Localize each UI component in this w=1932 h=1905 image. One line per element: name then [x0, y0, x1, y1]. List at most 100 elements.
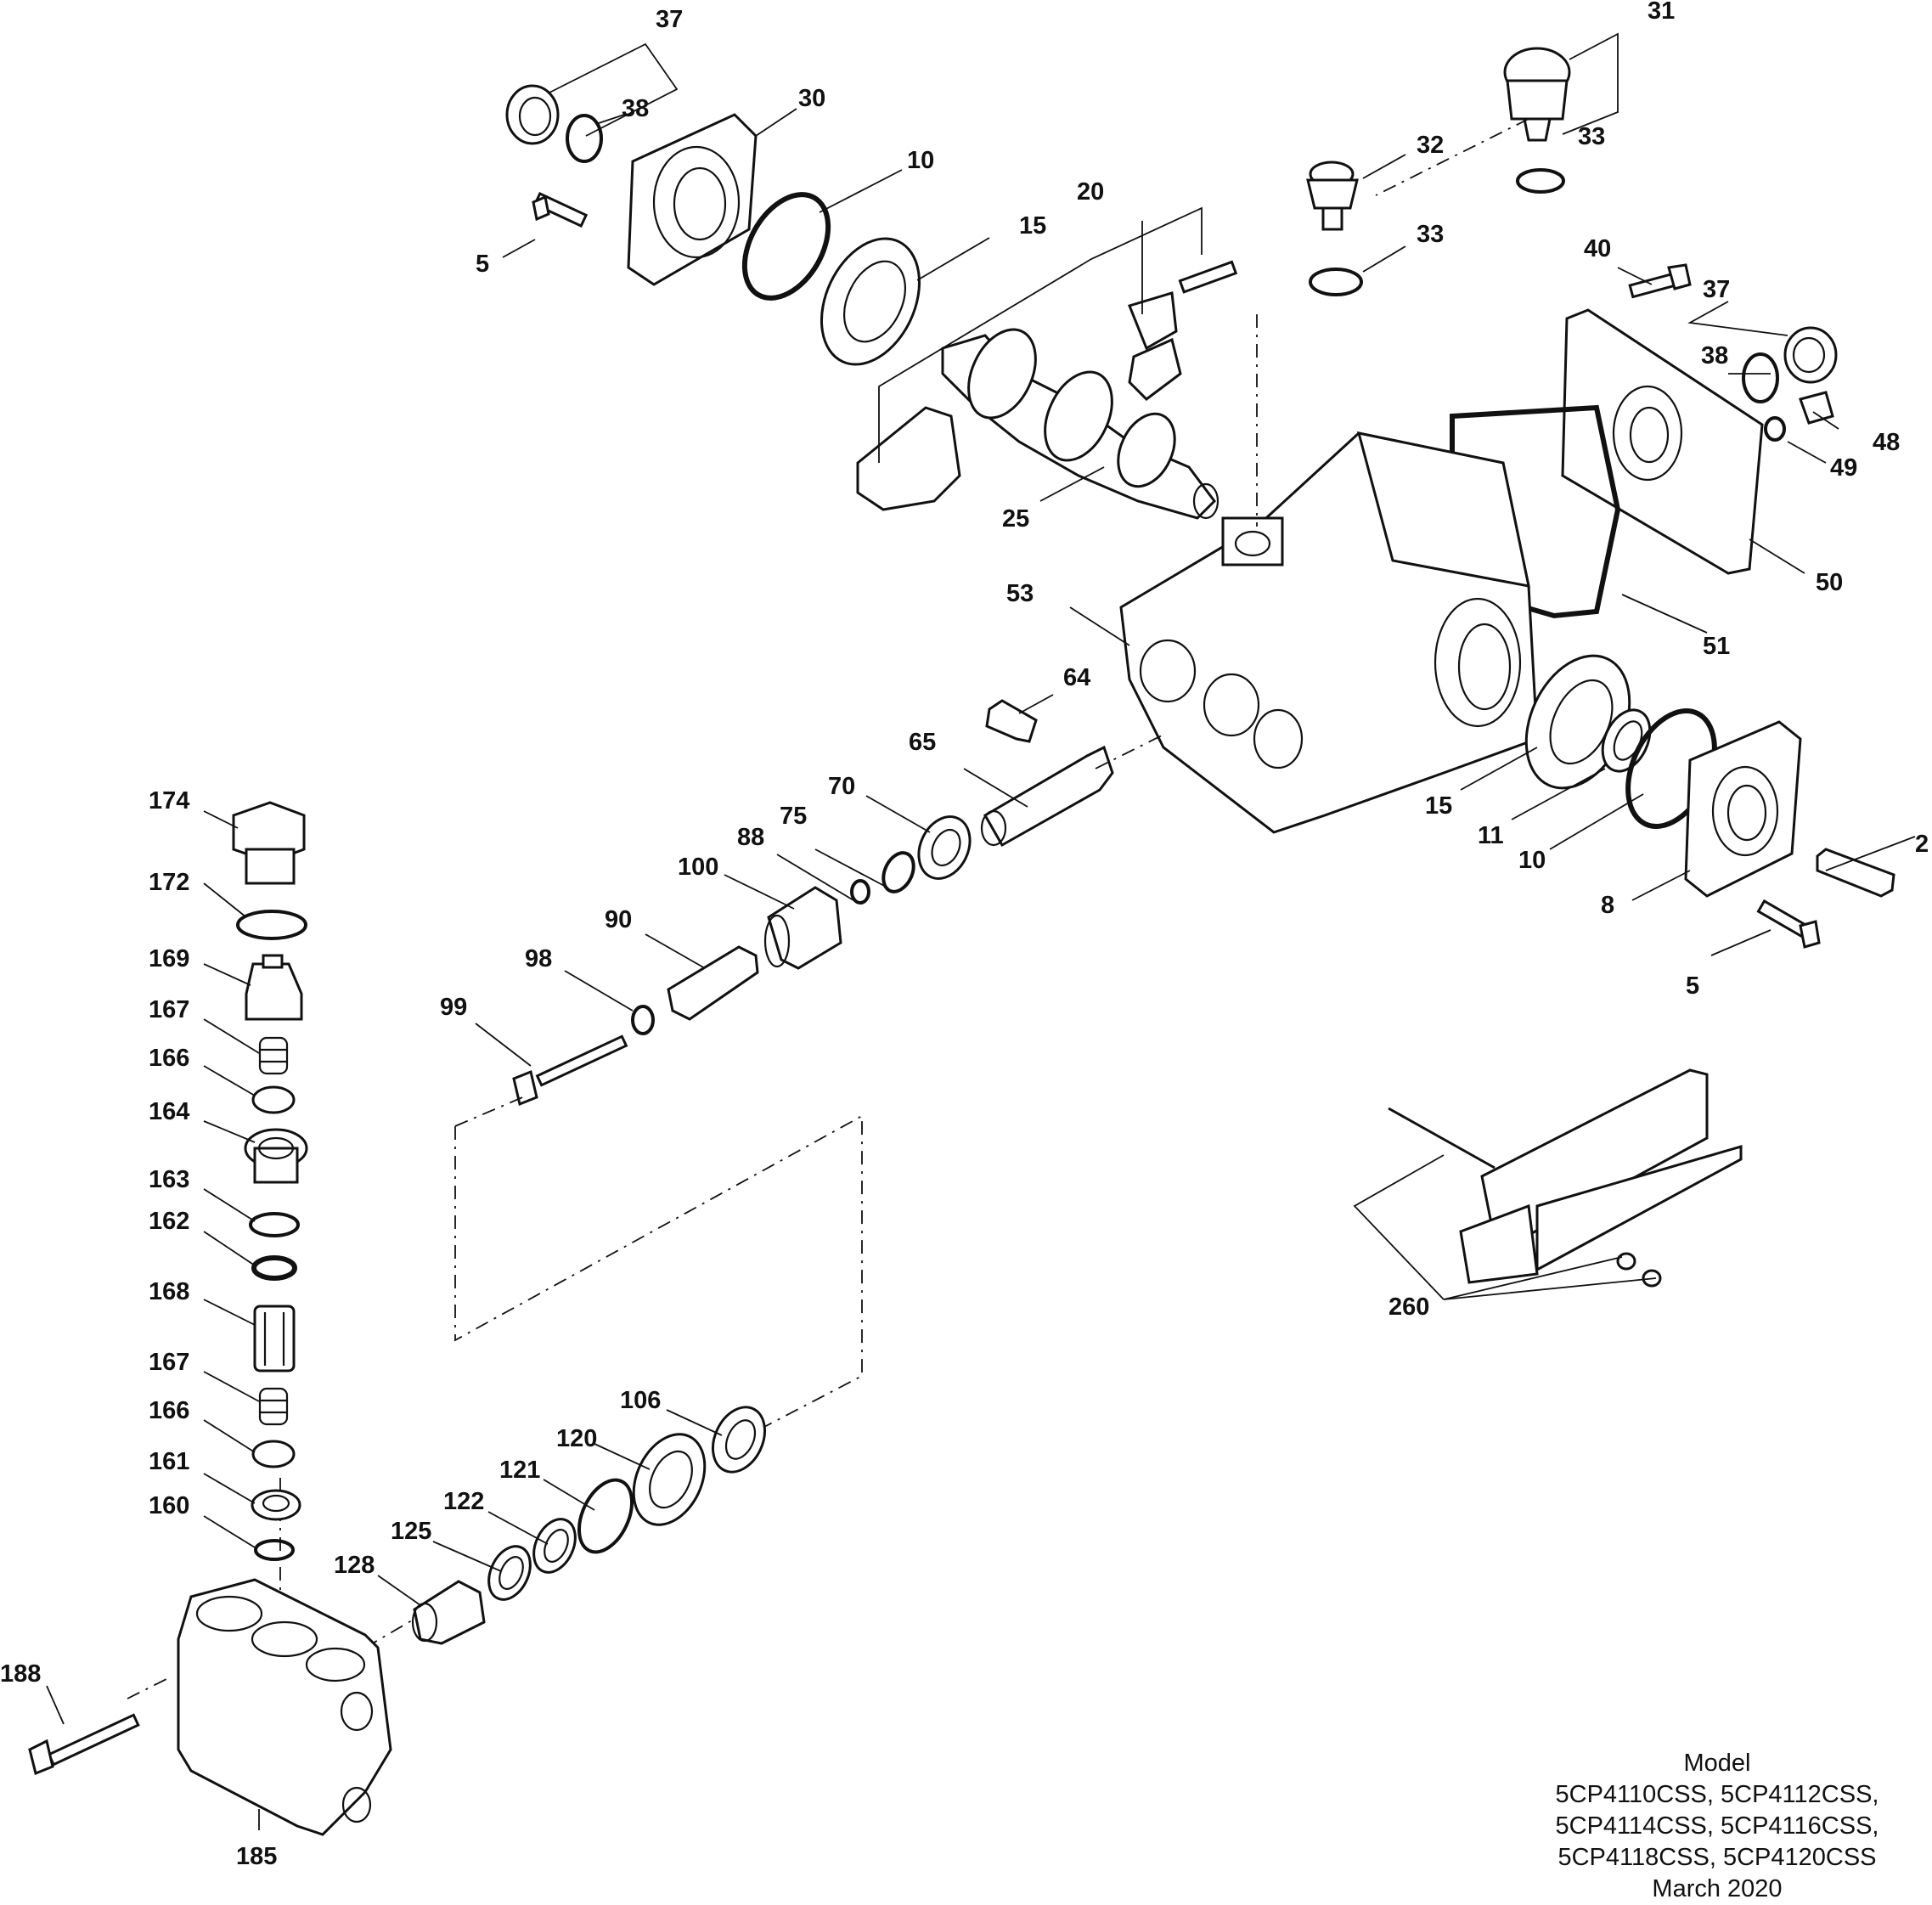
callout-37-left: 37: [656, 6, 683, 33]
part-20-connecting-rod-set: [856, 260, 1238, 511]
callout-162: 162: [149, 1208, 189, 1235]
part-64-wrist-pin: [985, 699, 1038, 743]
part-5-bolt-left: [532, 191, 589, 228]
callout-10-right: 10: [1518, 847, 1546, 874]
part-32-dipstick-cap: [1306, 161, 1359, 231]
callout-100: 100: [678, 854, 718, 881]
part-188-manifold-bolt: [28, 1713, 140, 1776]
part-10-oring-left: [741, 192, 831, 301]
callout-122: 122: [443, 1488, 484, 1515]
callout-30: 30: [798, 85, 825, 112]
part-164-valve-seat-upper: [244, 1128, 308, 1184]
callout-174: 174: [149, 787, 189, 814]
part-160-oring: [254, 1539, 295, 1561]
part-174-valve-plug: [232, 801, 306, 885]
callout-50: 50: [1816, 569, 1843, 596]
part-53-crankcase: [1119, 431, 1539, 834]
callout-128: 128: [334, 1552, 375, 1579]
part-88-retainer-ring: [850, 879, 870, 905]
callout-40: 40: [1584, 235, 1611, 262]
callout-188: 188: [0, 1660, 41, 1688]
part-162-seat-ring: [251, 1255, 297, 1281]
part-25-crankshaft: [941, 328, 1219, 520]
part-99-plunger-retainer-bolt: [512, 1034, 628, 1107]
callout-2: 2: [1915, 831, 1929, 858]
callout-125: 125: [391, 1518, 431, 1545]
leader-lines: [46, 32, 1916, 1830]
part-163-oring: [249, 1212, 300, 1237]
part-90-plunger: [667, 945, 759, 1021]
callout-65: 65: [909, 729, 936, 756]
callout-25: 25: [1002, 505, 1029, 533]
part-37-plug-left: [505, 84, 560, 145]
callout-168: 168: [149, 1278, 189, 1305]
part-70-oil-seal: [917, 815, 972, 880]
callout-161: 161: [149, 1448, 189, 1475]
callout-38-left: 38: [622, 95, 649, 122]
callout-64: 64: [1063, 664, 1090, 691]
callout-120: 120: [556, 1425, 597, 1452]
part-167-spring-upper: [258, 1036, 289, 1075]
callout-167-lower: 167: [149, 1349, 189, 1376]
callout-90: 90: [605, 906, 632, 933]
part-166-valve-lower: [251, 1440, 296, 1468]
callout-11: 11: [1478, 822, 1504, 849]
caption-date: March 2020: [1652, 1875, 1783, 1902]
model-caption: Model 5CP4110CSS, 5CP4112CSS, 5CP4114CSS…: [1539, 1748, 1895, 1905]
callout-88: 88: [737, 824, 764, 851]
part-33-oring-mid: [1309, 268, 1363, 296]
callout-20: 20: [1077, 178, 1104, 206]
part-37-plug-right: [1783, 326, 1838, 384]
part-260-mounting-rail-kit: [1388, 1068, 1743, 1288]
callout-38-right: 38: [1701, 342, 1728, 369]
part-100-barrier-slinger: [763, 886, 842, 970]
callout-166-lower: 166: [149, 1397, 189, 1424]
part-38-seal-right: [1742, 352, 1779, 403]
callout-5-right: 5: [1686, 972, 1699, 1000]
part-8-bearing-cover-right: [1684, 720, 1802, 898]
callout-164: 164: [149, 1098, 189, 1125]
part-65-crosshead: [980, 745, 1114, 848]
part-50-rear-cover: [1561, 308, 1764, 575]
callout-160: 160: [149, 1492, 189, 1519]
part-31-fill-cap: [1503, 47, 1571, 142]
part-185-manifold: [177, 1578, 392, 1836]
callout-8: 8: [1601, 892, 1614, 919]
callout-121: 121: [499, 1457, 540, 1484]
callout-163: 163: [149, 1166, 189, 1193]
callout-5-left: 5: [476, 251, 489, 278]
caption-models-line-3: 5CP4118CSS, 5CP4120CSS: [1557, 1844, 1877, 1871]
part-33-oring-top: [1516, 168, 1565, 194]
callout-185: 185: [236, 1843, 277, 1870]
callout-166-upper: 166: [149, 1045, 189, 1072]
callout-49: 49: [1830, 454, 1857, 482]
part-121-oring: [577, 1478, 634, 1554]
part-168-valve-cage: [253, 1305, 296, 1372]
callout-48: 48: [1873, 429, 1900, 456]
assembly-guide-crosshead: [1095, 734, 1164, 769]
part-15-bearing-left: [820, 237, 921, 366]
part-2-key: [1816, 848, 1895, 898]
callout-15-left: 15: [1019, 212, 1046, 240]
part-75-washer: [882, 851, 915, 893]
part-128-sleeve: [411, 1580, 486, 1645]
callout-172: 172: [149, 869, 189, 896]
callout-53: 53: [1006, 580, 1034, 607]
assembly-guide-line: [454, 1095, 527, 1127]
callout-98: 98: [525, 945, 552, 972]
callout-169: 169: [149, 945, 189, 972]
part-122-seal: [532, 1518, 577, 1574]
callout-15-right: 15: [1425, 792, 1452, 820]
caption-model-label: Model: [1683, 1750, 1751, 1777]
part-167-spring-lower: [258, 1387, 289, 1426]
callout-31: 31: [1648, 0, 1675, 25]
callout-70: 70: [828, 773, 855, 800]
assembly-guide-top: [1375, 118, 1529, 196]
part-166-valve-upper: [251, 1085, 296, 1114]
callout-10-left: 10: [907, 147, 934, 174]
part-106-seal: [712, 1406, 766, 1474]
callout-167-upper: 167: [149, 996, 189, 1023]
assembly-guide-box: [454, 1114, 863, 1428]
assembly-guide-bolt: [127, 1677, 171, 1699]
